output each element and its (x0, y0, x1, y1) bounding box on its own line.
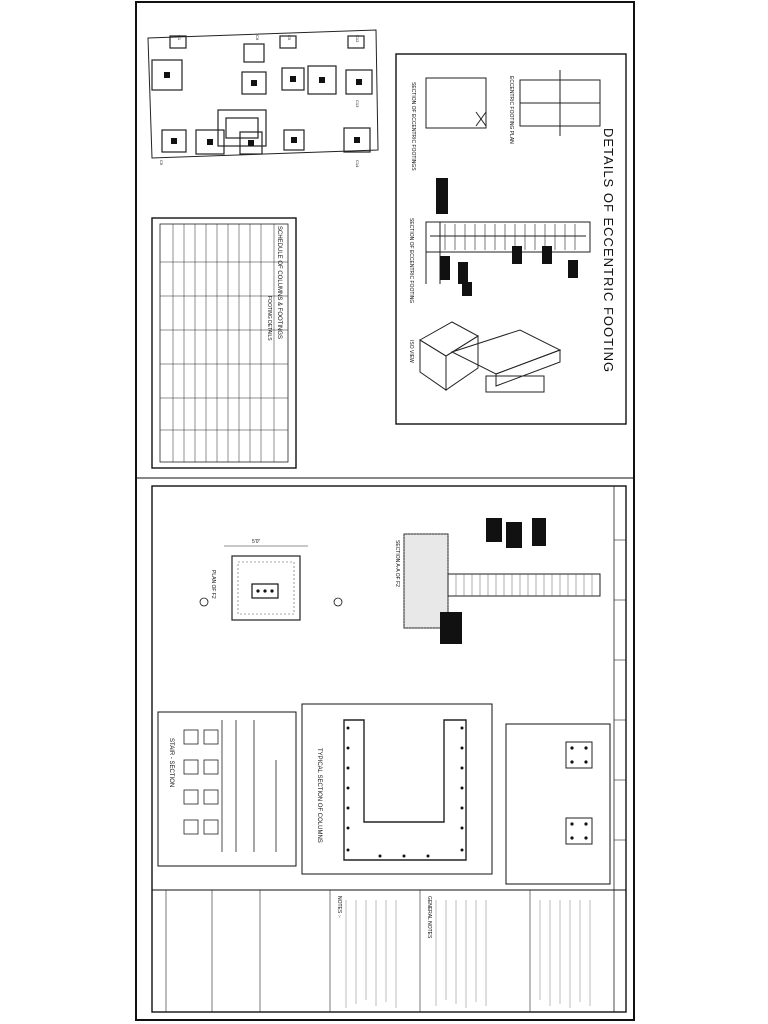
svg-text:C5: C5 (159, 160, 164, 166)
svg-text:C12: C12 (355, 35, 360, 43)
svg-text:5'0": 5'0" (252, 539, 261, 545)
column-details (505, 723, 611, 885)
svg-text:PLAN OF F2: PLAN OF F2 (210, 570, 216, 599)
svg-text:NOTES :-: NOTES :- (336, 896, 342, 918)
svg-text:STAIR - SECTION: STAIR - SECTION (168, 738, 174, 787)
svg-text:ECCENTRIC FOOTING PLAN: ECCENTRIC FOOTING PLAN (508, 76, 514, 144)
typical-column-section: TYPICAL SECTION OF COLUMNS (301, 703, 493, 875)
footing-section-f2: SECTION A-A OF F2 (394, 518, 601, 644)
svg-text:FOOTING DETAILS: FOOTING DETAILS (266, 296, 272, 341)
column-layout-plan: C5 C1 C6 C9 C12 C13 C14 (147, 29, 379, 168)
svg-text:TYPICAL SECTION OF COLUMNS: TYPICAL SECTION OF COLUMNS (316, 748, 322, 843)
svg-text:C14: C14 (355, 160, 360, 168)
footing-plan-f2: 5'0" PLAN OF F2 (199, 539, 343, 621)
details-title: DETAILS OF ECCENTRIC FOOTING (601, 128, 616, 373)
svg-text:C13: C13 (355, 100, 360, 108)
eccentric-footing-details: DETAILS OF ECCENTRIC FOOTING SECTION OF … (395, 53, 627, 425)
svg-text:GENERAL NOTES: GENERAL NOTES (426, 896, 432, 939)
svg-text:ISO VIEW: ISO VIEW (408, 340, 414, 363)
svg-text:SECTION A-A OF F2: SECTION A-A OF F2 (394, 540, 400, 587)
schedule-table: SCHEDULE OF COLUMNS & FOOTINGS FOOTING D… (151, 217, 297, 469)
svg-text:SECTION OF ECCENTRIC FOOTING: SECTION OF ECCENTRIC FOOTING (408, 218, 414, 303)
svg-text:SECTION OF ECCENTRIC FOOTINGS: SECTION OF ECCENTRIC FOOTINGS (410, 82, 416, 171)
svg-text:SCHEDULE OF COLUMNS & FOOTINGS: SCHEDULE OF COLUMNS & FOOTINGS (276, 226, 282, 339)
stair-section: STAIR - SECTION (157, 711, 297, 867)
svg-text:C6: C6 (255, 35, 260, 41)
svg-text:C9: C9 (287, 35, 292, 41)
svg-text:C1: C1 (177, 35, 182, 41)
title-block: NOTES :- GENERAL NOTES (152, 889, 626, 1012)
